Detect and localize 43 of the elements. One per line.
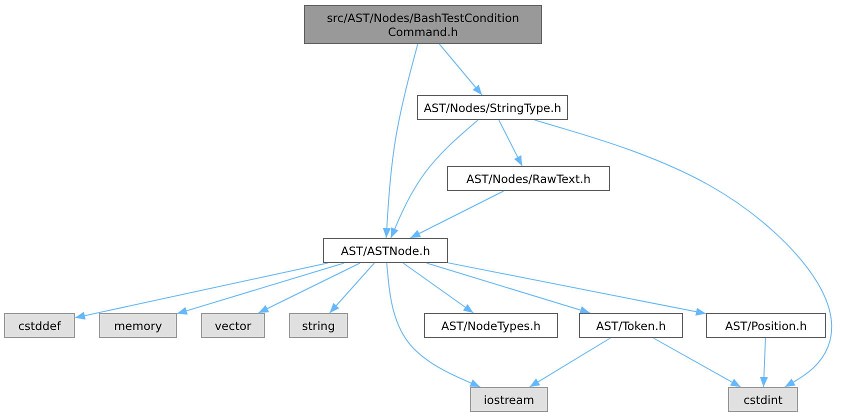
file-name: memory — [112, 318, 164, 332]
system-header-box — [99, 313, 177, 338]
file-name: iostream — [482, 392, 536, 406]
arrow — [390, 120, 478, 238]
file-name: AST/Nodes/RawText.h — [465, 172, 592, 186]
system-header-box — [4, 313, 75, 338]
header-box — [424, 313, 558, 338]
arrow — [426, 262, 591, 314]
file-box — [304, 5, 542, 44]
arrow — [498, 120, 523, 166]
header-box — [417, 95, 568, 120]
arrow — [534, 120, 832, 388]
system-header-box — [470, 387, 548, 412]
arrow — [258, 262, 361, 314]
header-box — [706, 313, 826, 338]
arrow — [329, 262, 375, 314]
arrow — [529, 338, 611, 388]
system-header-box — [289, 313, 348, 338]
arrow — [74, 262, 328, 320]
arrow — [410, 190, 504, 238]
file-name: vector — [214, 318, 252, 332]
file-name: AST/Position.h — [724, 318, 808, 332]
arrow — [760, 338, 768, 388]
file-name: cstddef — [17, 318, 62, 332]
arrow — [382, 44, 418, 238]
file-name: src/AST/Nodes/BashTestCondition Command.h — [326, 10, 520, 38]
file-name: AST/NodeTypes.h — [440, 318, 542, 332]
system-header-box — [728, 387, 798, 412]
system-header-box — [201, 313, 265, 338]
arrow — [438, 44, 483, 96]
file-name: AST/Token.h — [595, 318, 667, 332]
arrow — [448, 262, 706, 316]
header-box — [323, 238, 448, 263]
file-name: AST/ASTNode.h — [340, 244, 432, 258]
header-box — [447, 166, 610, 191]
arrow — [176, 262, 345, 315]
file-name: string — [300, 318, 336, 332]
arrow — [402, 262, 474, 314]
arrow — [386, 262, 481, 388]
file-name: cstdint — [742, 392, 784, 406]
arrow — [652, 338, 742, 388]
header-box — [579, 313, 683, 338]
file-name: AST/Nodes/StringType.h — [422, 100, 562, 114]
